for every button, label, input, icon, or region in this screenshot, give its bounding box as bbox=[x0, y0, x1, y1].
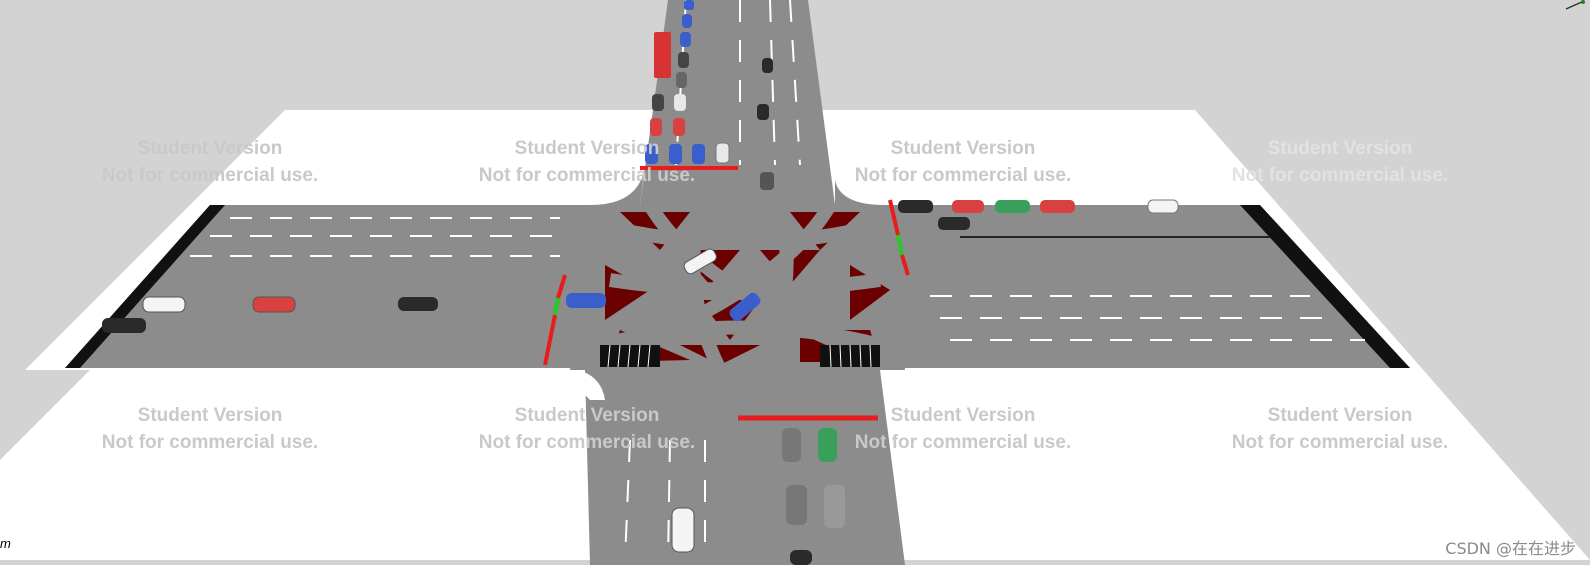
signal-east-green bbox=[896, 234, 904, 256]
car bbox=[398, 297, 438, 311]
axes-icon bbox=[1565, 0, 1585, 10]
vertical-road-north bbox=[640, 0, 835, 205]
corner-mark: m bbox=[0, 536, 11, 551]
car bbox=[680, 32, 691, 47]
signal-west-green bbox=[553, 297, 560, 316]
signal-west-red-2 bbox=[543, 314, 557, 366]
car bbox=[818, 428, 837, 462]
car bbox=[673, 118, 685, 136]
car bbox=[952, 200, 984, 213]
car bbox=[682, 14, 692, 28]
car bbox=[790, 550, 812, 565]
car bbox=[683, 248, 717, 275]
signal-west-red-1 bbox=[556, 274, 567, 299]
car bbox=[142, 296, 186, 313]
car bbox=[729, 292, 761, 322]
car bbox=[684, 0, 694, 10]
car bbox=[824, 485, 845, 528]
car bbox=[995, 200, 1030, 213]
turning-lanes bbox=[597, 201, 883, 374]
signal-east-red-2 bbox=[900, 254, 910, 276]
car bbox=[566, 293, 606, 308]
car bbox=[715, 142, 730, 164]
car bbox=[645, 144, 658, 164]
credit-text: CSDN @在在进步 bbox=[1445, 539, 1576, 558]
car bbox=[760, 172, 774, 190]
vehicles bbox=[102, 0, 1179, 565]
bus bbox=[654, 32, 671, 78]
car bbox=[102, 318, 146, 333]
car bbox=[650, 118, 662, 136]
car bbox=[678, 52, 689, 68]
car bbox=[786, 485, 807, 525]
car bbox=[762, 58, 773, 73]
car bbox=[938, 217, 970, 230]
signal-east-red-1 bbox=[888, 199, 900, 236]
car bbox=[676, 72, 687, 88]
car bbox=[898, 200, 933, 213]
car bbox=[1147, 199, 1179, 214]
car bbox=[671, 507, 695, 553]
car bbox=[669, 144, 682, 164]
car bbox=[652, 94, 664, 111]
traffic-signals bbox=[543, 166, 910, 421]
car bbox=[782, 428, 801, 462]
car bbox=[757, 104, 769, 120]
car bbox=[252, 296, 296, 313]
car bbox=[692, 144, 705, 164]
vertical-road-south bbox=[585, 370, 905, 565]
car bbox=[1040, 200, 1075, 213]
car bbox=[674, 94, 686, 111]
